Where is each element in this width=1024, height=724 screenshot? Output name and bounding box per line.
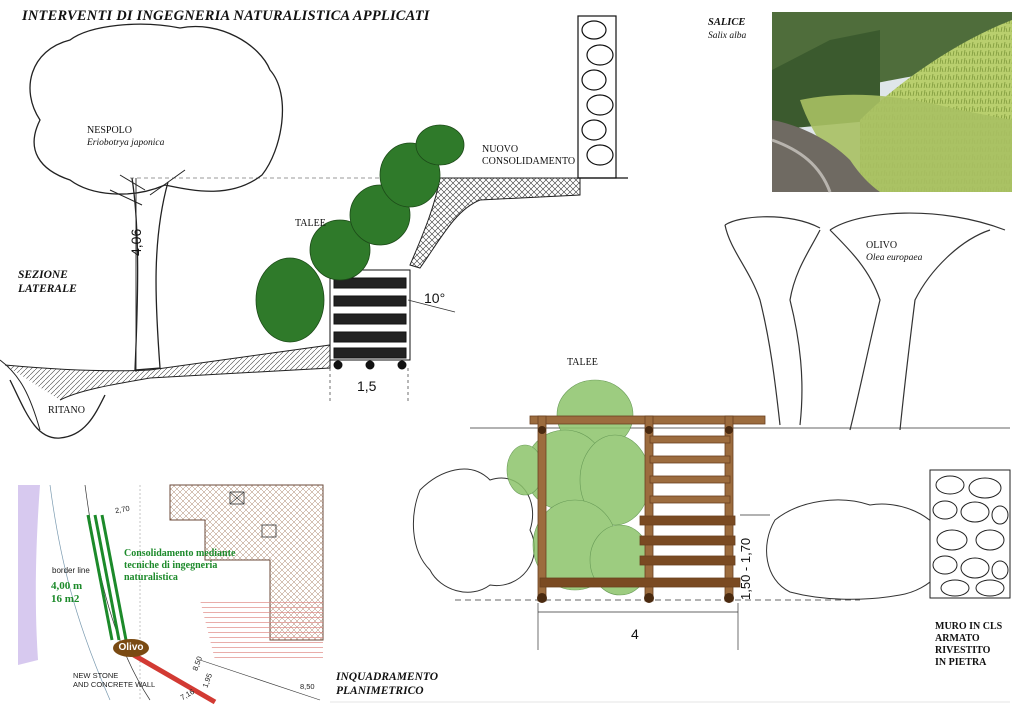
- nuovo-consolidamento-label: NUOVO CONSOLIDAMENTO: [482, 144, 575, 168]
- elev-wall-line2: ARMATO: [935, 633, 980, 644]
- elev-log-ends: [537, 426, 734, 603]
- section-angle: 10°: [424, 290, 446, 306]
- plan-size-line1: 4,00 m: [51, 580, 83, 592]
- section-base-dim: 1,5: [357, 378, 377, 394]
- border-line-label: border line: [52, 566, 90, 575]
- ritano-label: RITANO: [48, 405, 85, 416]
- elev-stone-wall: [929, 469, 1011, 599]
- elev-wall-line4: IN PIETRA: [935, 657, 987, 668]
- nuovo-line2: CONSOLIDAMENTO: [482, 156, 576, 167]
- plan-size-line2: 16 m2: [51, 593, 80, 605]
- right-bush: [766, 499, 948, 600]
- lateral-section-drawing: [0, 15, 628, 439]
- olivo-badge: Olivo: [113, 639, 149, 657]
- ritano-ditch: [9, 379, 106, 439]
- elev-height-dim: 1,50 - 1,70: [738, 537, 753, 600]
- nespolo-trunk: [131, 177, 169, 371]
- elev-cuttings: [506, 379, 651, 596]
- elev-crib-frame: [529, 415, 766, 602]
- river-band: [18, 485, 40, 665]
- nespolo-name: NESPOLO: [87, 125, 133, 136]
- plan-wall-line2: AND CONCRETE WALL: [73, 680, 156, 689]
- stone-wall: [577, 15, 617, 179]
- section-label-line2: LATERALE: [18, 283, 77, 295]
- elev-wall-line1: MURO IN CLS: [935, 621, 1003, 632]
- consolidation-wedge: [409, 177, 581, 269]
- plan-green-label: Consolidamento mediante tecniche di inge…: [124, 548, 235, 584]
- salice-label: SALICE Salix alba: [708, 16, 746, 42]
- plan-red-wall: [123, 647, 217, 705]
- elev-wall-label: MURO IN CLS ARMATO RIVESTITO IN PIETRA: [935, 621, 1002, 669]
- section-talee-label: TALEE: [295, 218, 326, 229]
- page-title: INTERVENTI DI INGEGNERIA NATURALISTICA A…: [22, 8, 430, 24]
- elev-wall-line3: RIVESTITO: [935, 645, 991, 656]
- plan-title-line1: INQUADRAMENTO: [336, 671, 439, 683]
- left-shrubs: [412, 468, 535, 593]
- olivo-latin: Olea europaea: [866, 253, 923, 263]
- nespolo-label: NESPOLO Eriobotrya japonica: [87, 125, 164, 149]
- plan-green-line1: Consolidamento mediante: [124, 548, 236, 559]
- salice-name: SALICE: [708, 17, 746, 28]
- ground-slope: [4, 344, 331, 401]
- plan-title: INQUADRAMENTO PLANIMETRICO: [336, 670, 438, 698]
- plan-wall-line1: NEW STONE: [73, 671, 119, 680]
- elev-talee-label: TALEE: [567, 357, 598, 368]
- elev-width-dim: 4: [631, 626, 639, 642]
- olive-trees: [724, 212, 1006, 431]
- nespolo-latin: Eriobotrya japonica: [87, 138, 165, 148]
- plan-size-label: 4,00 m 16 m2: [51, 580, 82, 606]
- plan-dim-e: 8,50: [300, 682, 315, 691]
- elevation-drawing: [412, 212, 1011, 650]
- plan-drawing: [18, 484, 324, 705]
- section-label-line1: SEZIONE: [18, 269, 68, 281]
- crib-wall: [329, 269, 411, 370]
- olivo-name: OLIVO: [866, 240, 898, 251]
- nuovo-line1: NUOVO: [482, 144, 519, 155]
- plan-green-band: [86, 514, 128, 641]
- olivo-label: OLIVO Olea europaea: [866, 240, 922, 264]
- plan-green-line3: naturalistica: [124, 572, 178, 583]
- salix-photo: [771, 12, 1012, 193]
- plan-green-line2: tecniche di ingegneria: [124, 560, 218, 571]
- nespolo-canopy: [29, 23, 284, 195]
- salice-latin: Salix alba: [708, 31, 747, 41]
- plan-title-line2: PLANIMETRICO: [336, 685, 424, 697]
- section-label: SEZIONE LATERALE: [18, 268, 77, 296]
- cuttings-foliage: [255, 124, 465, 343]
- plan-wall-label: NEW STONE AND CONCRETE WALL: [73, 671, 155, 689]
- section-height-dim: 4,06: [128, 228, 144, 256]
